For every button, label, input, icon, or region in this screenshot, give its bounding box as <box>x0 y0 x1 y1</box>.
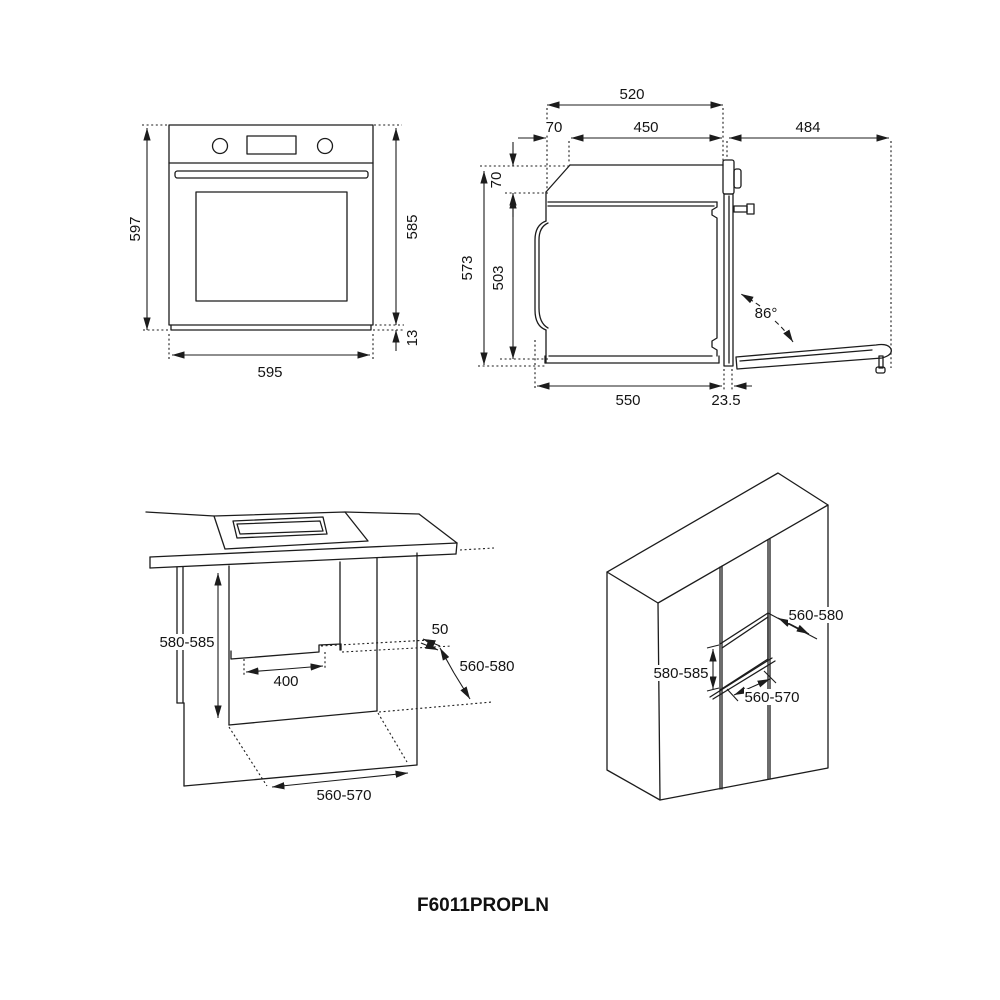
side-view-dimensions: 520 70 450 484 70 573 503 86° 550 23.5 <box>459 86 892 409</box>
side-view-oven-outline <box>534 159 892 374</box>
column-view-dimensions: 560-580 580-585 560-570 <box>652 607 844 706</box>
door-handle-side <box>878 355 884 369</box>
hob-slot-inner <box>236 520 324 535</box>
column-view-outline <box>606 472 829 801</box>
dim-front-overall-width: 595 <box>257 364 282 381</box>
front-view-dimensions: 597 585 13 595 <box>127 124 421 381</box>
dim-uc-niche-depth: 560-580 <box>459 658 514 675</box>
front-view-oven-outline <box>168 124 374 331</box>
hob-cutout <box>213 511 369 550</box>
dim-col-niche-height: 580-585 <box>653 665 708 682</box>
hob-slot-outer <box>232 516 328 539</box>
right-knob-icon <box>316 137 334 155</box>
door-window <box>195 191 348 302</box>
column-niche-opening <box>709 612 776 700</box>
cabinet-top-face <box>606 472 829 604</box>
dim-front-builtin-height: 585 <box>404 214 421 239</box>
dim-side-door-projection: 484 <box>795 119 820 136</box>
dim-front-plinth: 13 <box>404 330 421 347</box>
dim-side-rear-height: 573 <box>459 255 476 280</box>
dim-front-overall-height: 597 <box>127 216 144 241</box>
dim-uc-rear-gap: 50 <box>432 621 449 638</box>
display-panel <box>246 135 297 155</box>
front-frame <box>723 193 734 367</box>
left-knob-icon <box>211 137 229 155</box>
door-handle <box>174 170 369 179</box>
fascia-bump <box>733 168 742 189</box>
dim-col-niche-width: 560-570 <box>744 689 799 706</box>
dim-col-niche-depth: 560-580 <box>788 607 843 624</box>
fascia-top-block <box>722 159 735 195</box>
undercounter-view-dimensions: 580-585 400 50 560-580 560-570 <box>158 547 515 804</box>
dim-side-door-angle: 86° <box>755 305 778 322</box>
dim-side-recess-height: 70 <box>488 172 505 189</box>
dim-side-top-depth-total: 520 <box>619 86 644 103</box>
dim-side-body-depth: 550 <box>615 392 640 409</box>
dim-side-top-depth-front: 450 <box>633 119 658 136</box>
dim-side-front-height: 503 <box>490 265 507 290</box>
dim-uc-niche-width: 560-570 <box>316 787 371 804</box>
dim-side-door-thickness: 23.5 <box>711 392 740 409</box>
model-number: F6011PROPLN <box>417 895 549 916</box>
knob-side-icon <box>733 205 748 213</box>
dim-uc-niche-height: 580-585 <box>159 634 214 651</box>
open-door <box>735 343 892 370</box>
dim-side-rear-inset: 70 <box>546 119 563 136</box>
dim-uc-support-depth: 400 <box>273 673 298 690</box>
